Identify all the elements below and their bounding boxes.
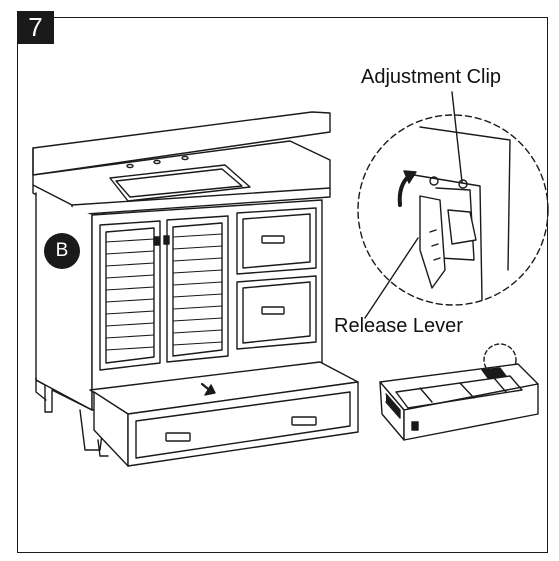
louver-slats [105,233,223,351]
drawer-slide-inset [379,343,539,441]
adjustment-clip-leader [451,91,463,183]
release-lever-leader [364,237,419,319]
step-frame [17,17,548,553]
adjustment-clip-label: Adjustment Clip [361,66,502,88]
step-number-badge: 7 [17,11,54,44]
vanity-cabinet [32,111,359,467]
detail-magnifier [357,114,549,306]
vanity-marker-b: B [44,233,80,269]
release-lever-label: Release Lever [334,315,463,337]
